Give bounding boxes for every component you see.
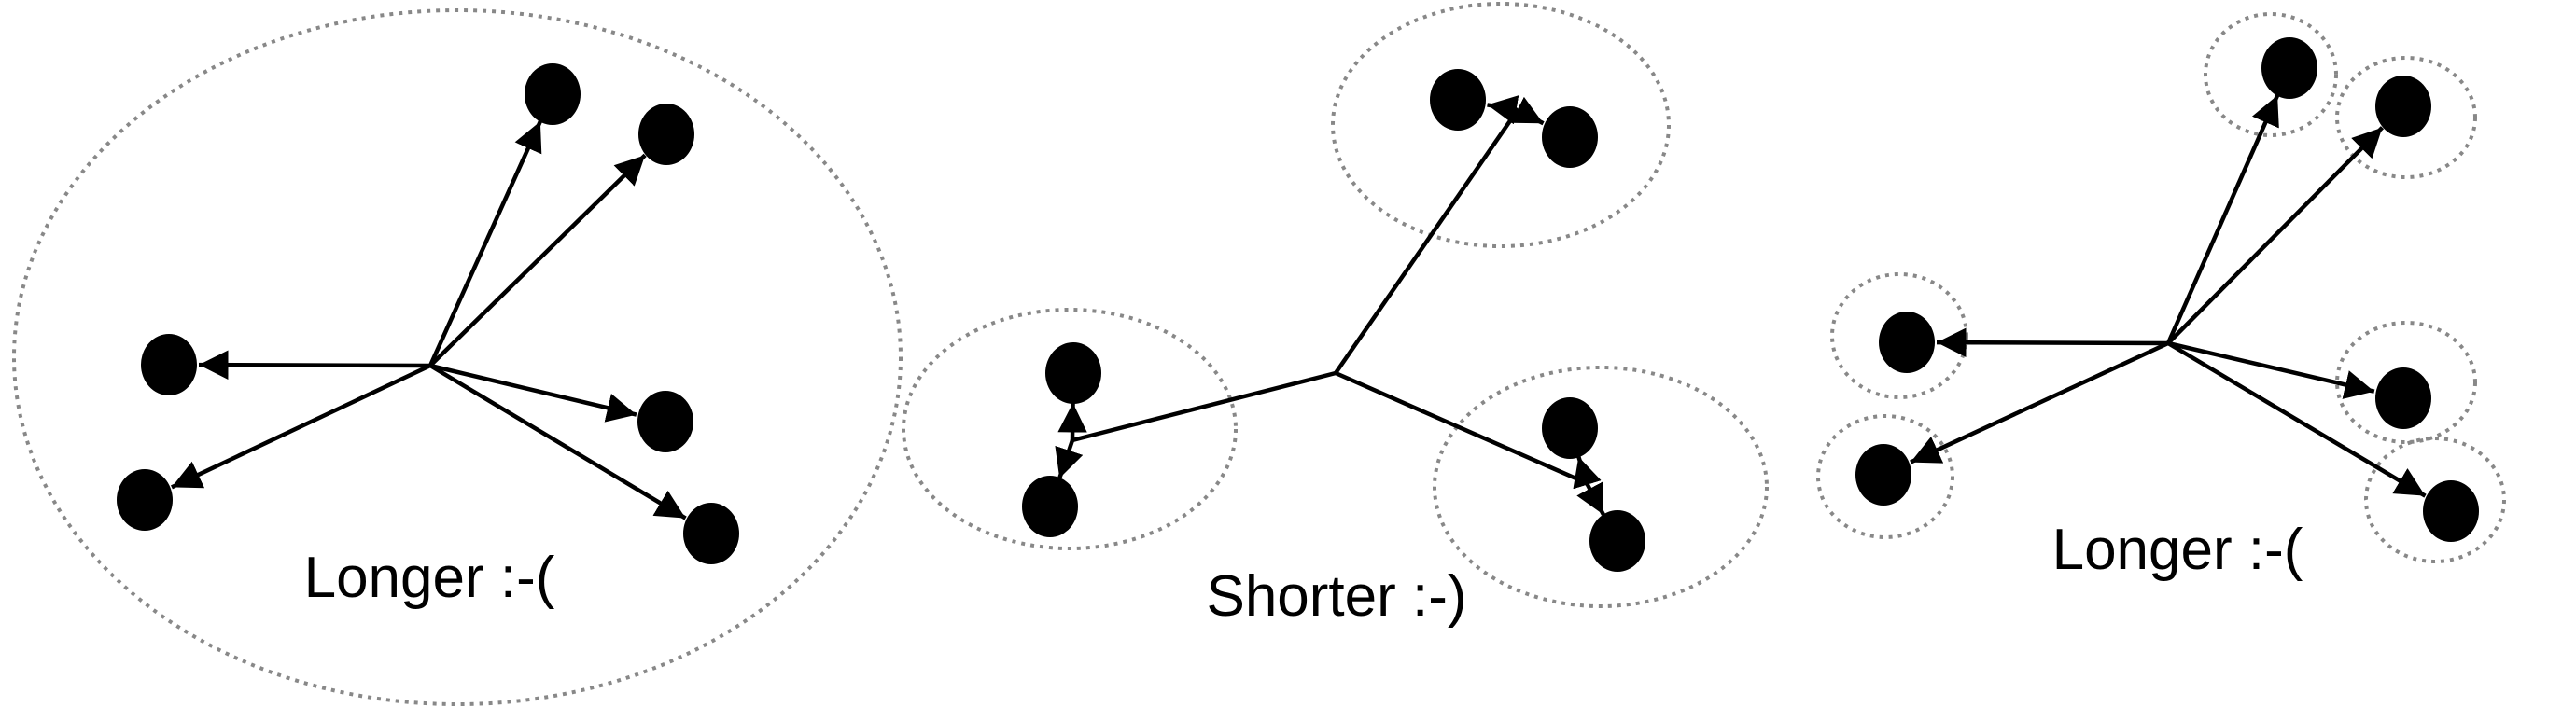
edge-arrow [1057, 402, 1087, 441]
graph-node [1022, 476, 1078, 537]
graph-node [1542, 397, 1598, 459]
panel-longer-individual-clusters [1816, 12, 2506, 563]
cluster-outline [902, 308, 1238, 550]
cluster-outline [1830, 272, 1968, 399]
graph-node [117, 469, 173, 531]
edge-arrow [1071, 370, 1337, 443]
edge-arrow [1487, 95, 1519, 125]
graph-node [525, 63, 581, 125]
cluster-outline [12, 8, 903, 706]
cluster-outline [1331, 2, 1671, 248]
caption-longer-individual-clusters: Longer :-( [2052, 518, 2303, 582]
edge-arrow [1510, 96, 1545, 126]
cluster-outline [2335, 321, 2477, 444]
cluster-outline [1433, 366, 1769, 608]
edge-arrow [428, 364, 687, 520]
edge-arrow [1910, 340, 2169, 464]
graph-node [2423, 480, 2479, 542]
cluster-outline [2204, 12, 2338, 137]
edge-arrow [170, 363, 431, 490]
graph-node [2261, 37, 2317, 99]
edge-arrow [427, 120, 542, 367]
graph-node [1879, 312, 1935, 373]
graph-node [1542, 106, 1598, 168]
edge-arrow [2166, 341, 2427, 498]
edge-arrow [198, 350, 431, 380]
edge-arrow [1055, 439, 1084, 479]
edge-arrow [1335, 370, 1588, 486]
graph-node [637, 391, 693, 452]
edge-arrow [2167, 340, 2375, 399]
edge-arrow [1936, 327, 2169, 357]
graph-node [638, 104, 694, 165]
graph-node [683, 503, 739, 564]
caption-shorter-paired-clusters: Shorter :-) [1206, 564, 1466, 629]
graph-node [1855, 444, 1911, 506]
graph-node [2375, 76, 2431, 137]
edge-arrow [2165, 94, 2280, 344]
edge-arrow [429, 363, 637, 423]
panel-shorter-paired-clusters [902, 2, 1769, 608]
graph-node [1430, 69, 1486, 131]
edge-arrow [1576, 481, 1605, 516]
cluster-outline [1816, 414, 1954, 539]
cluster-outline [2335, 56, 2477, 179]
graph-node [1045, 342, 1101, 404]
graph-node [141, 334, 197, 395]
graph-node [1589, 510, 1645, 572]
edge-arrow [2166, 126, 2385, 345]
edge-arrow [1573, 455, 1602, 490]
edge-arrow [428, 153, 647, 367]
graph-node [2375, 367, 2431, 429]
cluster-outline [2364, 437, 2506, 563]
caption-longer-single-cluster: Longer :-( [304, 546, 555, 610]
edge-arrow [1334, 108, 1519, 375]
panel-longer-single-cluster [12, 8, 903, 706]
